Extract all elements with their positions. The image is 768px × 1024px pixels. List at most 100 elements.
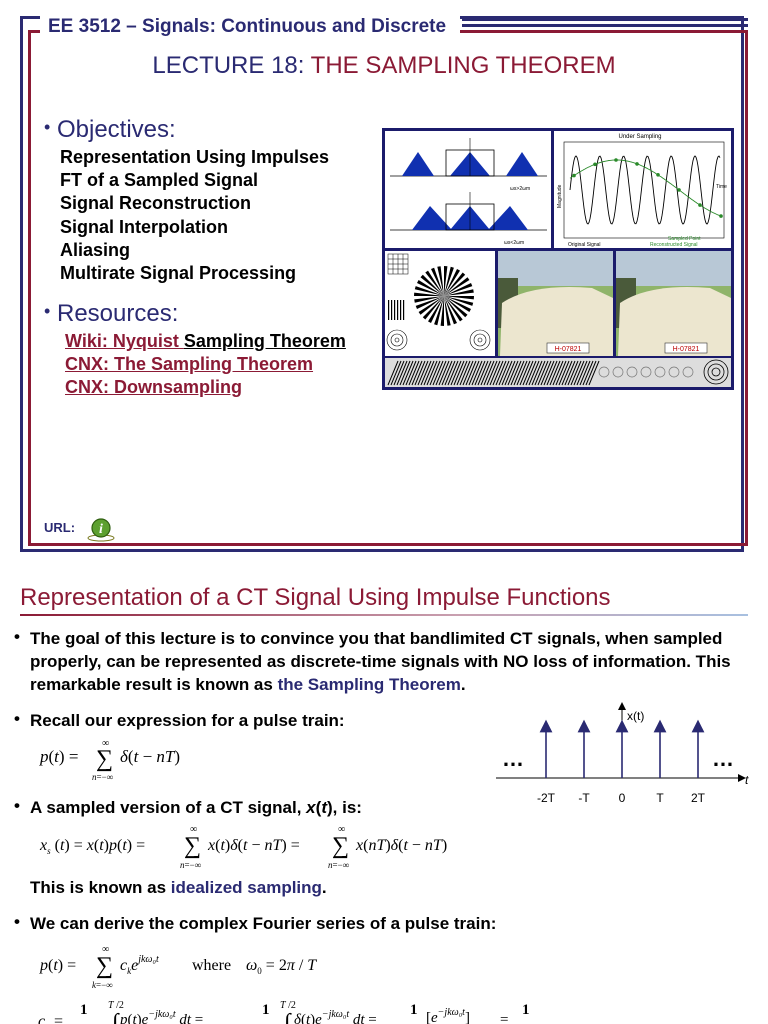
coefficient-equation-partial: c = 1 T /2 ∫ p(t)e−jkω₀t dt = 1 T /2 ∫ δ… [30,996,530,1024]
cnx-downsampling-link[interactable]: CNX: Downsampling [65,377,243,397]
pulse-train-bullet: Recall our expression for a pulse train: [30,711,345,730]
idealized-sampling-note: This is known as idealized sampling. [30,878,327,897]
svg-text:Original Signal: Original Signal [568,242,601,248]
list-item: Aliasing [60,239,131,260]
svg-text:1: 1 [262,1002,270,1018]
list-item: Signal Interpolation [60,216,229,237]
tick-label: T [656,791,664,805]
svg-text:1: 1 [522,1002,530,1018]
svg-text:n=−∞: n=−∞ [92,772,113,782]
svg-text:ω0 = 2π / T: ω0 = 2π / T [246,957,317,976]
url-label: URL: [44,520,76,535]
svg-text:n=−∞: n=−∞ [180,860,201,870]
sample-point [698,203,702,207]
tick-label: -T [578,791,590,805]
sample-point [719,214,723,218]
list-item: FT of a Sampled Signal [60,170,259,191]
sample-point [593,162,597,167]
svg-text:k=−∞: k=−∞ [92,980,113,990]
svg-text:∞: ∞ [102,738,109,749]
svg-text:Reconstructed Signal: Reconstructed Signal [650,242,698,248]
impulse-train-plot: x(t) t … … -2T -T 0 T 2T [496,700,756,812]
svg-text:=: = [500,1012,508,1024]
svg-text:Magnitude: Magnitude [557,184,563,208]
ellipsis-right: … [712,746,734,771]
svg-text:H-07821: H-07821 [555,346,582,353]
svg-text:1: 1 [80,1002,88,1018]
list-item: Multirate Signal Processing [60,263,297,284]
svg-text:[e−jkω₀t]: [e−jkω₀t] [426,1007,470,1024]
goal-paragraph: The goal of this lecture is to convince … [30,629,731,694]
wiki-link[interactable]: Wiki: Nyquist Sampling Theorem [65,331,346,351]
svg-text:x(nT)δ(t − nT): x(nT)δ(t − nT) [355,837,447,854]
svg-text:p(t)e−jkω₀t dt =: p(t)e−jkω₀t dt = [119,1009,203,1024]
svg-text:p(t) =: p(t) = [39,957,76,974]
ellipsis-left: … [502,746,524,771]
svg-text:H-07821: H-07821 [673,346,700,353]
svg-text:∫: ∫ [110,1010,120,1024]
svg-text:n=−∞: n=−∞ [328,860,349,870]
svg-text:∞: ∞ [190,824,197,835]
svg-text:xs (t) = x(t)p(t) =: xs (t) = x(t)p(t) = [39,837,145,856]
svg-text:i: i [99,522,103,537]
sample-point [635,162,639,166]
fourier-series-bullet: We can derive the complex Fourier series… [30,914,497,933]
svg-text:∞: ∞ [102,944,109,955]
list-item: Signal Reconstruction [60,193,252,214]
svg-text:p(t) =: p(t) = [39,747,78,766]
plot-ylabel: x(t) [627,709,644,723]
svg-text:∫: ∫ [282,1010,292,1024]
svg-text:where: where [192,957,231,974]
svg-text:c: c [38,1013,45,1024]
svg-text:=: = [54,1013,63,1024]
spectrum-top: ωs>2ωm [390,138,547,192]
svg-text:∑: ∑ [184,833,201,859]
svg-text:ωs>2ωm: ωs>2ωm [510,186,530,192]
sample-point [614,158,618,162]
tick-label: 0 [619,791,626,805]
car-photo-left: H-07821 [498,251,613,356]
svg-text:∑: ∑ [96,746,113,772]
slide2-title: Representation of a CT Signal Using Impu… [20,584,611,611]
sample-point [572,173,576,178]
svg-text:Under Sampling: Under Sampling [618,134,661,140]
resources-list: Wiki: Nyquist Sampling Theorem CNX: The … [65,330,346,399]
title-decoration [462,18,748,32]
lecture-number: LECTURE 18: [152,52,311,79]
svg-text:∑: ∑ [332,833,349,859]
svg-text:T /2: T /2 [280,1000,296,1011]
car-photo-right: H-07821 [616,251,731,356]
course-title: EE 3512 – Signals: Continuous and Discre… [48,16,447,37]
sample-point [656,173,660,177]
sample-point [677,188,681,192]
lecture-topic: THE SAMPLING THEOREM [310,52,616,79]
svg-text:x(t)δ(t − nT) =: x(t)δ(t − nT) = [207,837,300,854]
tick-label: -2T [537,791,556,805]
title-underline [20,614,748,616]
svg-text:Time: Time [716,184,727,190]
info-icon[interactable]: i [86,516,116,542]
sampling-figure: ωs>2ωm ωs<2ωm Under Sampling Magnitude T… [382,128,734,390]
svg-text:1: 1 [410,1002,418,1018]
svg-text:ωs<2ωm: ωs<2ωm [504,240,524,246]
svg-text:δ(t − nT): δ(t − nT) [120,747,180,766]
fourier-series-equation: p(t) = ∞ ∑ k=−∞ ckejkω₀t where ω0 = 2π /… [38,940,418,992]
cnx-sampling-link[interactable]: CNX: The Sampling Theorem [65,354,314,374]
list-item: Representation Using Impulses [60,147,330,167]
svg-text:Sampled Point: Sampled Point [668,236,701,242]
sampled-signal-equation: xs (t) = x(t)p(t) = ∞ ∑ n=−∞ x(t)δ(t − n… [38,820,498,872]
sampled-version-bullet: A sampled version of a CT signal, x(t), … [30,798,362,817]
tick-label: 2T [691,791,706,805]
objectives-heading: • Objectives: [44,116,176,143]
svg-text:∞: ∞ [338,824,345,835]
svg-text:ckejkω₀t: ckejkω₀t [120,954,159,976]
plot-xlabel: t [745,773,749,787]
svg-text:δ(t)e−jkω₀t dt =: δ(t)e−jkω₀t dt = [294,1009,377,1024]
svg-text:T /2: T /2 [108,1000,124,1011]
spectrum-bottom: ωs<2ωm [390,192,547,246]
objectives-list: Representation Using Impulses FT of a Sa… [60,146,329,285]
lecture-title: LECTURE 18: THE SAMPLING THEOREM [0,52,768,80]
svg-text:∑: ∑ [96,953,113,979]
resources-heading: • Resources: [44,300,179,327]
pulse-train-equation: p(t) = ∞ ∑ n=−∞ δ(t − nT) [38,736,238,782]
